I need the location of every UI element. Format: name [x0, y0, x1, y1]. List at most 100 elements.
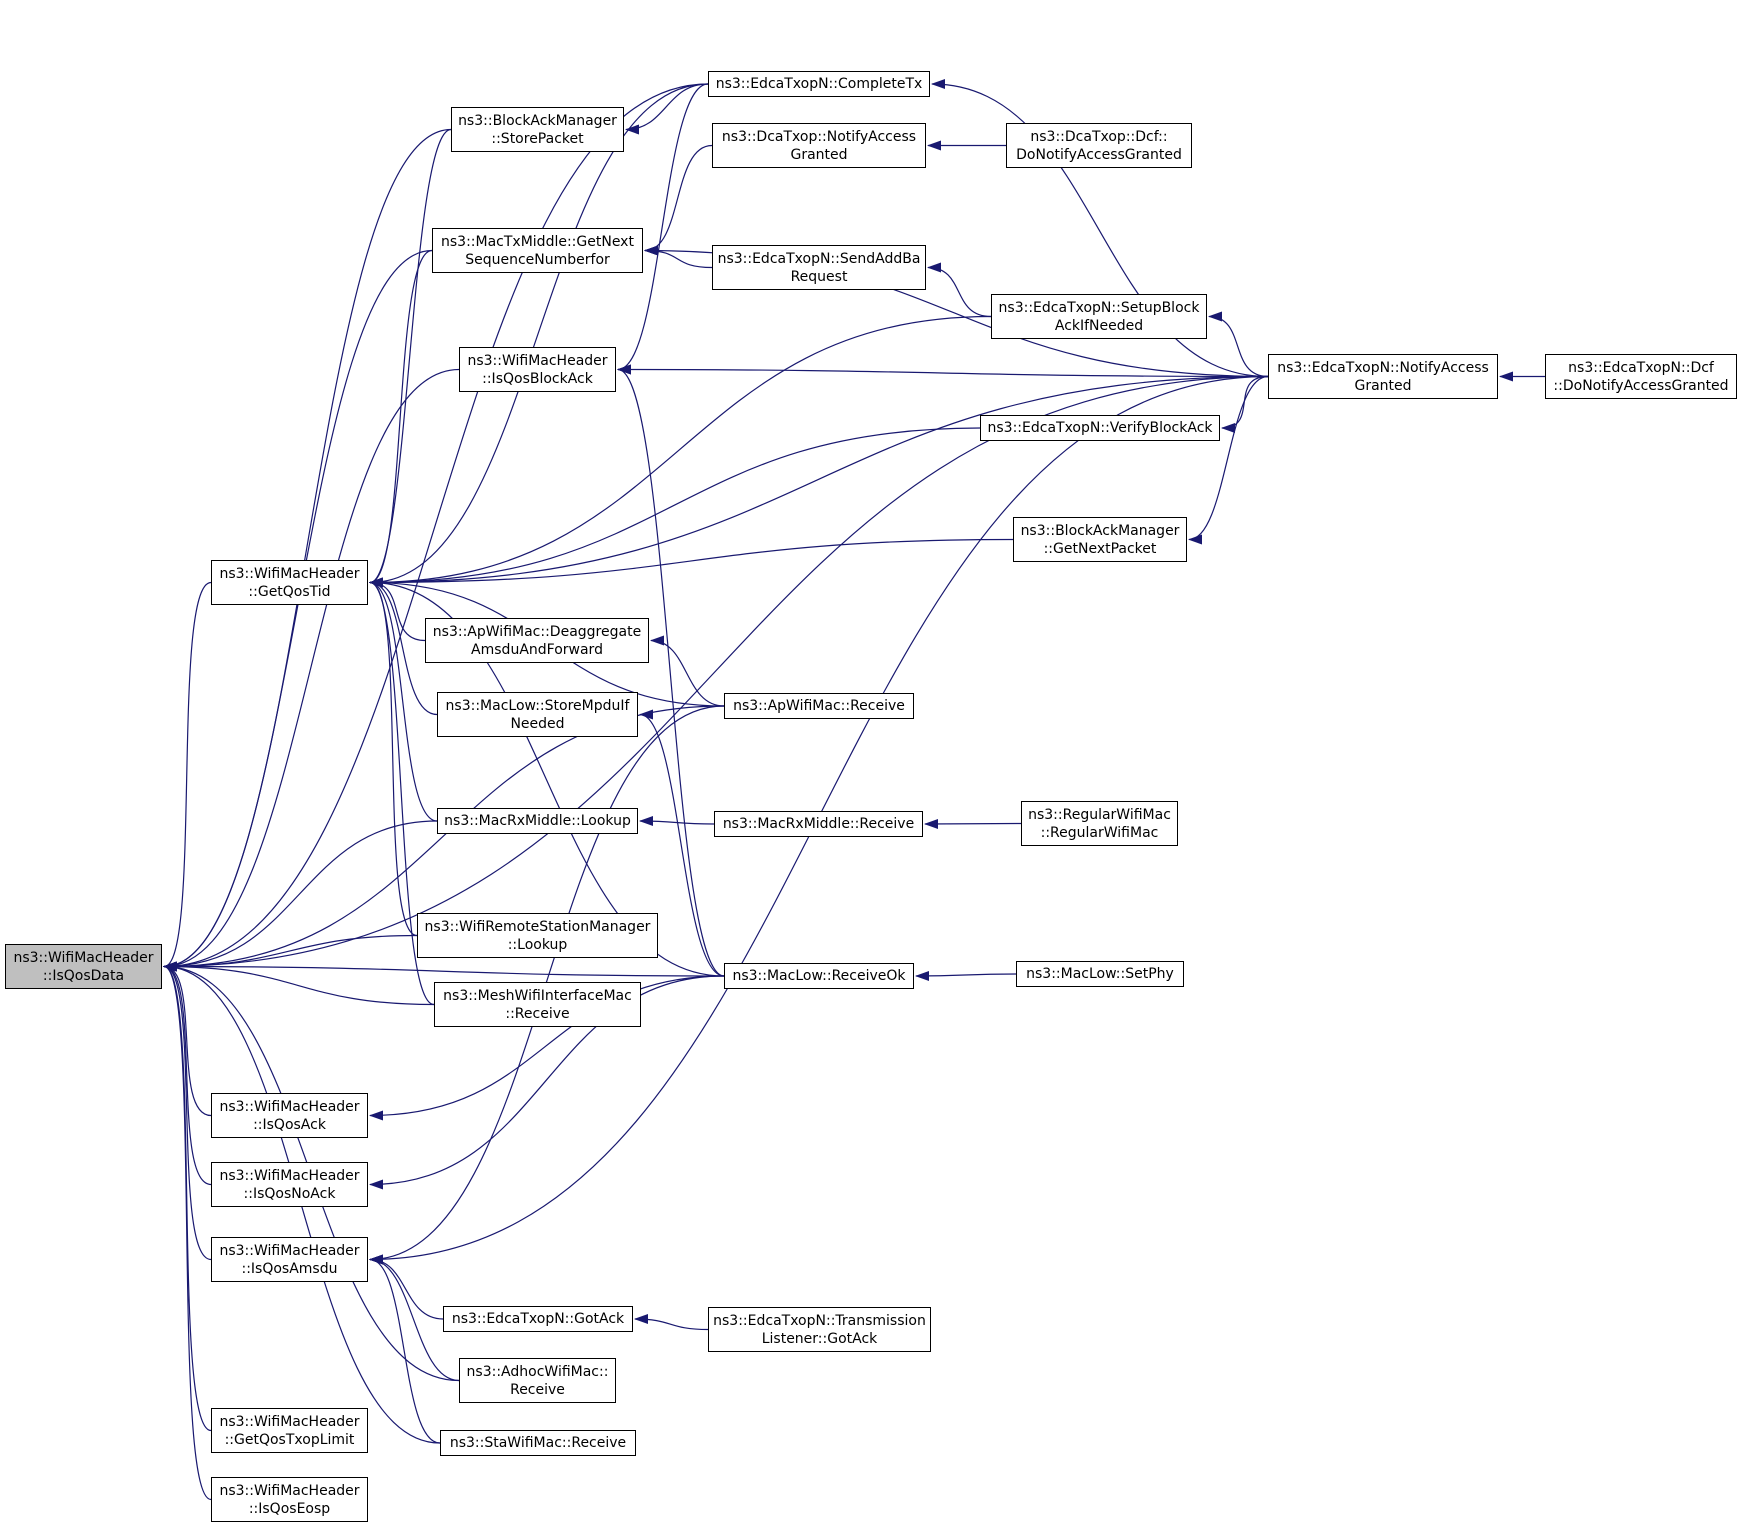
node-label-line: ns3::MacRxMiddle::Receive [722, 816, 915, 832]
node-label-line: ns3::EdcaTxopN::Dcf [1568, 359, 1714, 376]
edge-macLowReceiveOk-to-macLowStoreMpdu [639, 709, 725, 977]
node-label-line: ns3::WifiMacHeader [219, 565, 360, 582]
node-label-line: ::RegularWifiMac [1040, 824, 1159, 841]
edge-edcaNotify-to-isQosBlockAck [617, 364, 1269, 378]
node-label-line: ::IsQosAmsdu [241, 1260, 338, 1277]
node-label-line: ns3::MacLow::SetPhy [1026, 966, 1174, 982]
node-label-line: DoNotifyAccessGranted [1016, 146, 1182, 163]
edge-edcaSetupBlockAck-to-edcaSendAddBa [927, 262, 992, 318]
node-label-line: ns3::ApWifiMac::Deaggregate [432, 623, 642, 640]
node-dcaDcfNotify[interactable]: ns3::DcaTxop::Dcf::DoNotifyAccessGranted [1006, 123, 1192, 168]
node-label-line: Granted [790, 146, 848, 163]
node-label-line: ns3::EdcaTxopN::SendAddBa [717, 250, 921, 267]
node-label-line: ::IsQosData [42, 967, 125, 984]
edge-macLowReceiveOk-to-isQosBlockAck [617, 364, 725, 977]
node-edcaDcfNotify[interactable]: ns3::EdcaTxopN::Dcf::DoNotifyAccessGrant… [1545, 354, 1737, 399]
node-macRxReceive[interactable]: ns3::MacRxMiddle::Receive [714, 811, 923, 837]
node-adhocReceive[interactable]: ns3::AdhocWifiMac::Receive [459, 1358, 616, 1403]
edge-getQosTid-to-root [163, 581, 212, 972]
node-label-line: SequenceNumberfor [465, 251, 610, 268]
node-regularWifiMac[interactable]: ns3::RegularWifiMac::RegularWifiMac [1021, 801, 1178, 846]
node-edcaGotAck[interactable]: ns3::EdcaTxopN::GotAck [443, 1306, 633, 1332]
node-isQosAmsdu[interactable]: ns3::WifiMacHeader::IsQosAmsdu [211, 1237, 368, 1282]
node-macLowReceiveOk[interactable]: ns3::MacLow::ReceiveOk [724, 963, 914, 989]
edge-macTxGetNext-to-root [163, 249, 433, 972]
edge-macRxLookup-to-getQosTid [369, 577, 438, 822]
node-label-line: ns3::EdcaTxopN::CompleteTx [715, 76, 923, 92]
node-isQosAck[interactable]: ns3::WifiMacHeader::IsQosAck [211, 1093, 368, 1138]
node-getQosTid[interactable]: ns3::WifiMacHeader::GetQosTid [211, 560, 368, 605]
node-label-line: ns3::EdcaTxopN::NotifyAccess [1277, 359, 1489, 376]
edge-isQosNoAck-to-root [163, 961, 212, 1186]
edge-isQosAck-to-root [163, 961, 212, 1117]
node-label-line: ns3::WifiMacHeader [219, 1242, 360, 1259]
edge-macLowSetPhy-to-macLowReceiveOk [915, 970, 1017, 981]
edge-meshReceive-to-getQosTid [369, 577, 435, 1006]
node-bamGetNextPacket[interactable]: ns3::BlockAckManager::GetNextPacket [1013, 517, 1187, 562]
node-label-line: ns3::EdcaTxopN::GotAck [451, 1311, 625, 1327]
node-macLowSetPhy[interactable]: ns3::MacLow::SetPhy [1016, 961, 1184, 987]
node-label-line: ::IsQosAck [253, 1116, 326, 1133]
edge-isQosEosp-to-root [163, 961, 212, 1501]
node-label-line: Receive [510, 1381, 565, 1398]
edge-macTxGetNext-to-getQosTid [369, 249, 433, 588]
edge-macRxLookup-to-root [163, 820, 438, 972]
edge-edcaCompleteTx-to-getQosTid [369, 83, 709, 588]
node-label-line: ns3::StaWifiMac::Receive [449, 1435, 627, 1451]
node-bamStorePacket[interactable]: ns3::BlockAckManager::StorePacket [451, 107, 624, 152]
node-isQosNoAck[interactable]: ns3::WifiMacHeader::IsQosNoAck [211, 1162, 368, 1207]
node-label-line: ns3::BlockAckManager [458, 112, 617, 129]
node-isQosBlockAck[interactable]: ns3::WifiMacHeader::IsQosBlockAck [459, 347, 616, 392]
node-label-line: ns3::EdcaTxopN::Transmission [713, 1312, 926, 1329]
node-label-line: ns3::DcaTxop::NotifyAccess [721, 128, 917, 145]
node-label-line: ::GetQosTxopLimit [224, 1431, 355, 1448]
node-label-line: ns3::EdcaTxopN::VerifyBlockAck [987, 420, 1213, 436]
node-label-line: ns3::MacLow::StoreMpduIf [445, 697, 630, 714]
node-label-line: ns3::WifiMacHeader [219, 1482, 360, 1499]
edge-bamGetNextPacket-to-getQosTid [369, 538, 1014, 588]
node-getQosTxopLimit[interactable]: ns3::WifiMacHeader::GetQosTxopLimit [211, 1408, 368, 1453]
node-label-line: AmsduAndForward [471, 641, 603, 658]
node-label-line: Needed [510, 715, 565, 732]
node-label-line: ns3::DcaTxop::Dcf:: [1030, 128, 1168, 145]
edge-edcaVerifyBlockAck-to-getQosTid [369, 427, 981, 588]
node-staReceive[interactable]: ns3::StaWifiMac::Receive [440, 1430, 636, 1456]
node-label-line: ns3::MacTxMiddle::GetNext [441, 233, 634, 250]
node-label-line: ::GetQosTid [248, 583, 331, 600]
node-label-line: Request [790, 268, 848, 285]
node-isQosEosp[interactable]: ns3::WifiMacHeader::IsQosEosp [211, 1477, 368, 1522]
node-apReceive[interactable]: ns3::ApWifiMac::Receive [724, 693, 914, 719]
edge-edcaCompleteTx-to-root [163, 83, 709, 972]
node-meshReceive[interactable]: ns3::MeshWifiInterfaceMac::Receive [434, 982, 641, 1027]
node-macRxLookup[interactable]: ns3::MacRxMiddle::Lookup [437, 808, 638, 834]
node-edcaVerifyBlockAck[interactable]: ns3::EdcaTxopN::VerifyBlockAck [980, 415, 1220, 441]
node-root[interactable]: ns3::WifiMacHeader::IsQosData [5, 944, 162, 989]
edge-macLowStoreMpdu-to-getQosTid [369, 577, 438, 716]
node-label-line: ns3::EdcaTxopN::SetupBlock [998, 299, 1200, 316]
node-label-line: ns3::RegularWifiMac [1028, 806, 1171, 823]
edge-apReceive-to-apDeaggregate [650, 635, 725, 707]
node-label-line: Granted [1354, 377, 1412, 394]
node-label-line: ns3::BlockAckManager [1020, 522, 1180, 539]
edge-macLowReceiveOk-to-root [163, 961, 725, 977]
node-label-line: ns3::MacLow::ReceiveOk [732, 968, 906, 984]
edge-macLowReceiveOk-to-isQosNoAck [369, 975, 725, 1190]
node-edcaCompleteTx[interactable]: ns3::EdcaTxopN::CompleteTx [708, 71, 930, 97]
edge-edcaNotify-to-getQosTid [369, 375, 1269, 588]
node-label-line: AckIfNeeded [1054, 317, 1144, 334]
node-label-line: ::Lookup [507, 936, 568, 953]
edge-macRxReceive-to-macRxLookup [639, 816, 715, 827]
node-wrsmLookup[interactable]: ns3::WifiRemoteStationManager::Lookup [417, 913, 658, 958]
node-label-line: ::Receive [505, 1005, 570, 1022]
node-label-line: ns3::WifiMacHeader [219, 1098, 360, 1115]
node-label-line: ns3::MacRxMiddle::Lookup [444, 813, 631, 829]
node-label-line: ns3::WifiRemoteStationManager [424, 918, 651, 935]
